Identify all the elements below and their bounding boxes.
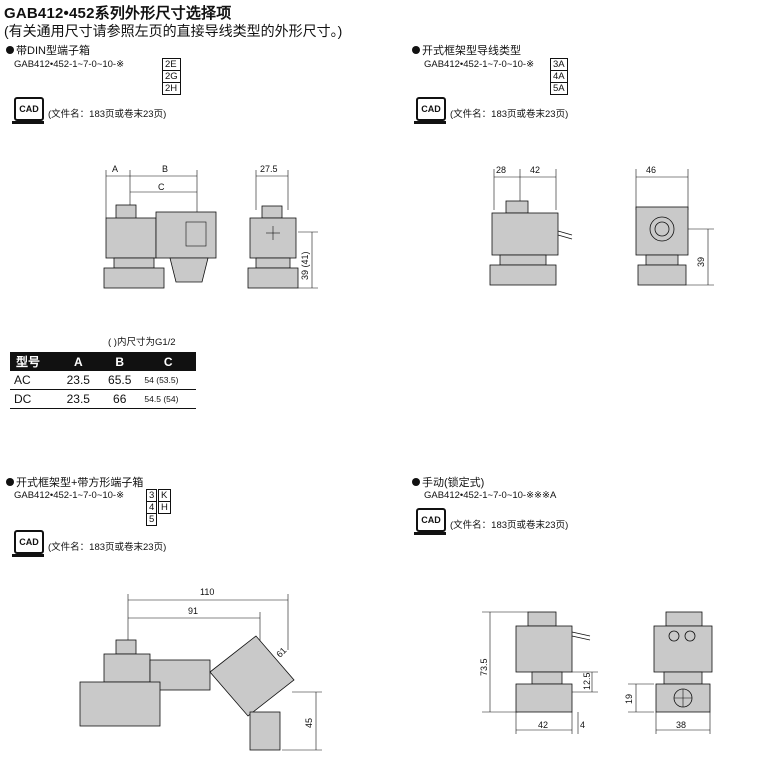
cad-icon-base bbox=[12, 554, 44, 557]
col-b: B bbox=[99, 352, 141, 371]
option: 3A bbox=[551, 58, 568, 71]
dim-61: 61 bbox=[274, 645, 288, 659]
col-model: 型号 bbox=[10, 352, 58, 371]
cell: 54 (53.5) bbox=[140, 371, 196, 390]
cell: 54.5 (54) bbox=[140, 389, 196, 409]
cad-icon[interactable]: CAD bbox=[14, 97, 44, 121]
dim-735: 73.5 bbox=[479, 658, 489, 676]
dim-a: A bbox=[112, 164, 118, 174]
option: 4A bbox=[551, 71, 568, 83]
dim-28: 28 bbox=[496, 165, 506, 175]
section-din-code: GAB412•452-1~7-0~10-※ bbox=[14, 59, 125, 70]
table-header-row: 型号 A B C bbox=[10, 352, 196, 371]
dim-4: 4 bbox=[580, 720, 585, 730]
dim-19: 19 bbox=[624, 694, 634, 704]
din-side-drawing: 27.5 39 (41) bbox=[247, 164, 318, 289]
section-open-frame-box-title: 开式框架型+带方形端子箱 bbox=[6, 474, 143, 490]
section-open-frame-code: GAB412•452-1~7-0~10-※ bbox=[424, 59, 535, 70]
cad-icon[interactable]: CAD bbox=[14, 530, 44, 554]
cad-file-note: (文件名：183页或卷末23页) bbox=[48, 109, 167, 120]
manual-front-drawing: 73.5 12.5 42 4 bbox=[479, 611, 598, 734]
dim-275: 27.5 bbox=[260, 164, 278, 174]
bullet-icon bbox=[412, 478, 420, 486]
dim-38: 38 bbox=[676, 720, 686, 730]
page-subtitle: (有关通用尺寸请参照左页的直接导线类型的外形尺寸。) bbox=[4, 23, 343, 39]
table-note: ( )内尺寸为G1/2 bbox=[108, 337, 176, 348]
cad-file-note: (文件名：183页或卷末23页) bbox=[450, 520, 569, 531]
section-din-title: 带DIN型端子箱 bbox=[6, 42, 90, 58]
table-row: AC 23.5 65.5 54 (53.5) bbox=[10, 371, 196, 390]
section-open-frame-options: 3A 4A 5A bbox=[550, 58, 568, 95]
dim-91: 91 bbox=[188, 606, 198, 616]
section-manual-code: GAB412•452-1~7-0~10-※※※A bbox=[424, 490, 557, 501]
dim-c: C bbox=[158, 182, 165, 192]
cell: 66 bbox=[99, 389, 141, 409]
cell: 23.5 bbox=[57, 371, 99, 390]
cad-icon[interactable]: CAD bbox=[416, 97, 446, 121]
section-open-frame-box-code: GAB412•452-1~7-0~10-※ bbox=[14, 490, 125, 501]
cell: 65.5 bbox=[99, 371, 141, 390]
dim-42: 42 bbox=[530, 165, 540, 175]
option: 5 bbox=[147, 514, 158, 526]
cell: DC bbox=[10, 389, 58, 409]
bullet-icon bbox=[412, 46, 420, 54]
bullet-icon bbox=[6, 46, 14, 54]
cad-icon-base bbox=[414, 532, 446, 535]
section-manual-title: 手动(锁定式) bbox=[412, 474, 484, 490]
option: K bbox=[159, 489, 171, 502]
col-a: A bbox=[57, 352, 99, 371]
option: 4 bbox=[147, 502, 158, 514]
page-title: GAB412•452系列外形尺寸选择项 bbox=[4, 5, 232, 22]
option: 5A bbox=[551, 83, 568, 95]
option: 2G bbox=[163, 71, 181, 83]
bullet-icon bbox=[6, 478, 14, 486]
manual-side-drawing: 19 38 bbox=[624, 611, 713, 734]
cad-icon[interactable]: CAD bbox=[416, 508, 446, 532]
cell: AC bbox=[10, 371, 58, 390]
cad-file-note: (文件名：183页或卷末23页) bbox=[450, 109, 569, 120]
cad-icon-base bbox=[414, 121, 446, 124]
dim-110: 110 bbox=[200, 587, 214, 597]
table-row: DC 23.5 66 54.5 (54) bbox=[10, 389, 196, 409]
dim-125: 12.5 bbox=[582, 672, 592, 690]
dim-45: 45 bbox=[304, 718, 314, 728]
dim-46: 46 bbox=[646, 165, 656, 175]
dim-39: 39 bbox=[696, 257, 706, 267]
dim-42: 42 bbox=[538, 720, 548, 730]
dim-39-41: 39 (41) bbox=[300, 251, 310, 280]
option: 3 bbox=[147, 489, 158, 502]
option: 2E bbox=[163, 58, 181, 71]
dimension-table: 型号 A B C AC 23.5 65.5 54 (53.5) DC 23.5 … bbox=[10, 352, 196, 409]
din-front-drawing: A B C bbox=[103, 164, 217, 289]
section-open-frame-title: 开式框架型导线类型 bbox=[412, 42, 521, 58]
col-c: C bbox=[140, 352, 196, 371]
open-frame-box-drawing: 110 91 61 45 bbox=[79, 587, 322, 751]
section-open-frame-box-options: 3 4 5 bbox=[146, 489, 158, 526]
open-frame-side-drawing: 46 39 bbox=[635, 165, 714, 286]
option: H bbox=[159, 502, 171, 514]
section-open-frame-box-options2: K H bbox=[158, 489, 171, 514]
option: 2H bbox=[163, 83, 181, 95]
cad-file-note: (文件名：183页或卷末23页) bbox=[48, 542, 167, 553]
cad-icon-base bbox=[12, 121, 44, 124]
dim-b: B bbox=[162, 164, 168, 174]
cell: 23.5 bbox=[57, 389, 99, 409]
section-din-options: 2E 2G 2H bbox=[162, 58, 181, 95]
open-frame-front-drawing: 28 42 bbox=[489, 165, 573, 286]
